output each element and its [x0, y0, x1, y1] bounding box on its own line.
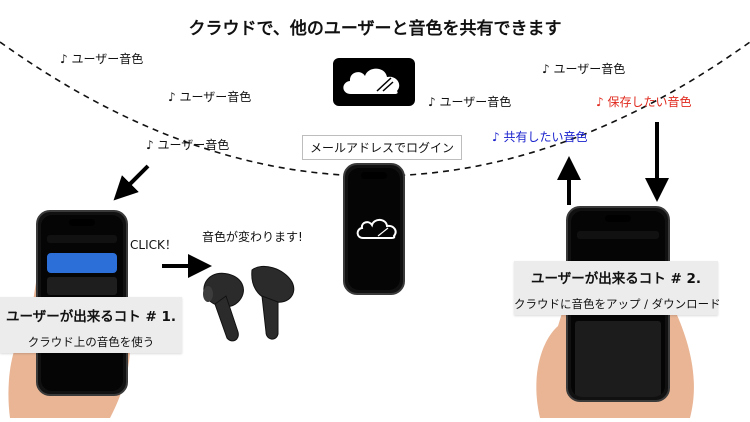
case2-callout: ユーザーが出来るコト # 2. クラウドに音色をアップ / ダウンロード [514, 261, 721, 315]
app-header-row [577, 231, 659, 239]
phone-notch [69, 219, 95, 226]
user-sound-note: ♪ ユーザー音色 [60, 52, 144, 66]
sound-row [47, 277, 117, 295]
app-header-row [47, 235, 117, 243]
user-sound-note: ♪ ユーザー音色 [428, 95, 512, 109]
shared-sound-note: ♪ 共有したい音色 [492, 130, 588, 144]
center-smartphone [343, 163, 405, 295]
action-menu [575, 321, 661, 397]
login-label: メールアドレスでログイン [302, 135, 463, 160]
cloud-icon [356, 218, 397, 239]
selected-sound-row [47, 253, 117, 273]
user-sound-note: ♪ ユーザー音色 [542, 62, 626, 76]
case1-title: ユーザーが出来るコト # 1. [6, 309, 176, 325]
user-sound-note: ♪ ユーザー音色 [146, 138, 230, 152]
down-arrow-icon [113, 164, 150, 201]
diagram-title: クラウドで、他のユーザーと音色を共有できます [188, 19, 562, 39]
case2-title: ユーザーが出来るコト # 2. [531, 271, 701, 287]
case2-description: クラウドに音色をアップ / ダウンロード [514, 297, 721, 311]
phone-screen [348, 168, 400, 290]
saved-sound-note: ♪ 保存したい音色 [596, 95, 692, 109]
phone-notch [605, 215, 631, 222]
case1-callout: ユーザーが出来るコト # 1. クラウド上の音色を使う [0, 297, 182, 353]
user-sound-note: ♪ ユーザー音色 [168, 90, 252, 104]
phone-notch [361, 172, 387, 179]
sound-change-label: 音色が変わります! [202, 230, 303, 244]
cloud-icon [343, 68, 400, 94]
click-label: CLICK！ [130, 238, 177, 252]
case1-description: クラウド上の音色を使う [27, 335, 155, 349]
cloud-icon-box [333, 58, 415, 106]
